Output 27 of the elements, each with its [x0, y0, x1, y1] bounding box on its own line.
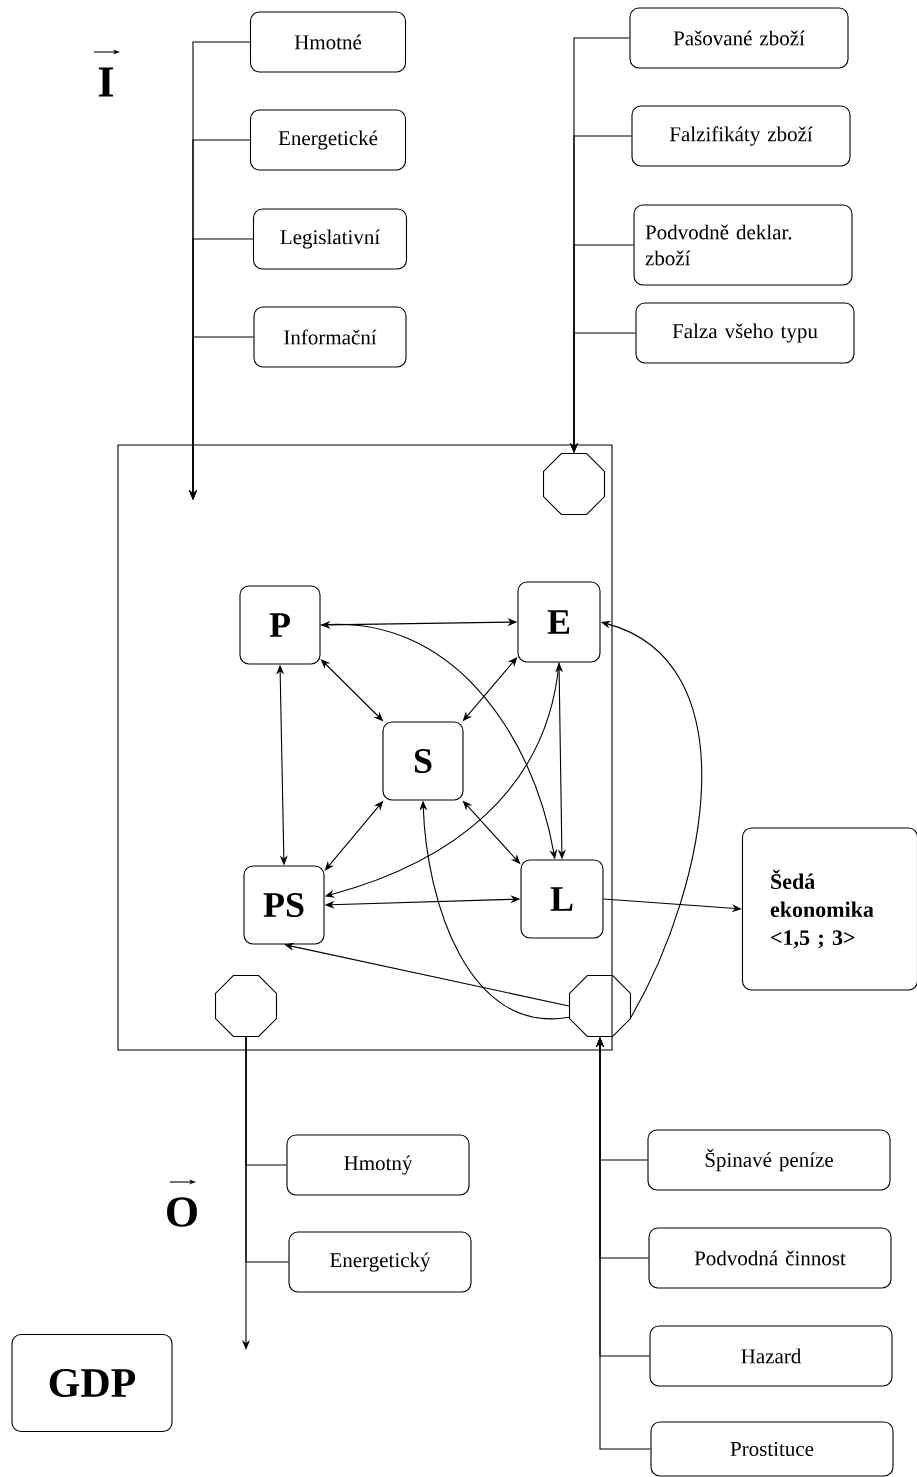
octagon-symbol	[214, 974, 278, 1038]
sector-box: E	[517, 581, 601, 663]
sector-box: S	[382, 721, 464, 801]
category-box: Podvodně deklar. zboží	[633, 204, 853, 286]
category-box: Legislativní	[252, 208, 408, 270]
category-box: Špinavé peníze	[647, 1129, 891, 1191]
gdp-box: GDP	[11, 1333, 173, 1433]
octagon-symbol	[568, 974, 632, 1038]
category-box: Hazard	[649, 1325, 893, 1387]
octagon-symbol	[542, 452, 606, 516]
category-box: Hmotný	[286, 1134, 470, 1196]
category-box: Pašované zboží	[629, 7, 849, 69]
sector-box: P	[239, 585, 321, 665]
category-box: Podvodná činnost	[648, 1227, 892, 1289]
result-box: Šedá ekonomika <1,5 ; 3>	[741, 827, 917, 991]
category-box: Prostituce	[650, 1421, 894, 1477]
sector-box: PS	[243, 865, 325, 945]
category-box: Energetický	[288, 1231, 472, 1293]
system-frame	[117, 444, 613, 1051]
sector-box: L	[520, 859, 604, 939]
category-box: Energetické	[249, 109, 407, 171]
category-box: Hmotné	[249, 11, 407, 73]
category-box: Falzifikáty zboží	[631, 105, 851, 167]
connector-line	[245, 1036, 289, 1263]
category-box: Falza všeho typu	[635, 302, 855, 364]
vector-label: O	[167, 1179, 197, 1227]
category-box: Informační	[253, 306, 407, 368]
